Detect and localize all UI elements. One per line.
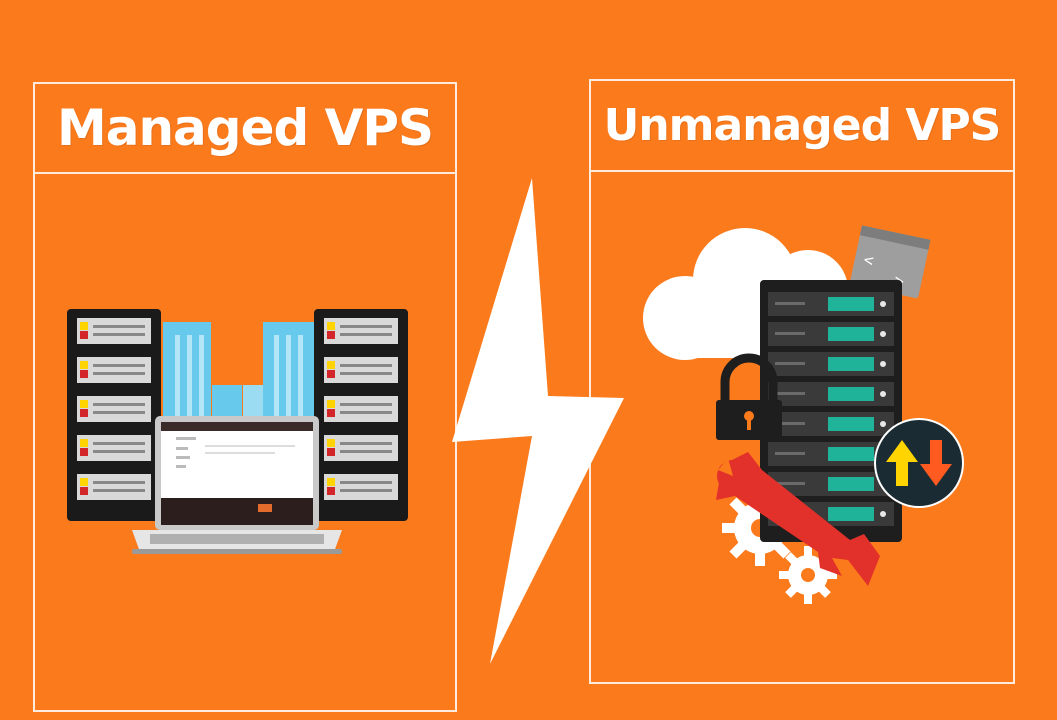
network-bars-icon (163, 322, 315, 417)
unmanaged-vps-title: Unmanaged VPS (603, 100, 1002, 151)
managed-vps-header: Managed VPS (35, 84, 455, 174)
unmanaged-vps-header: Unmanaged VPS (591, 81, 1013, 172)
left-server-rack-icon (67, 309, 161, 521)
laptop-icon (132, 416, 342, 554)
upload-download-arrows-icon (874, 418, 964, 508)
svg-text:<: < (862, 250, 875, 271)
server-tower-icon (760, 280, 902, 542)
managed-vps-title: Managed VPS (56, 99, 434, 157)
right-server-rack-icon (314, 309, 408, 521)
lock-icon (716, 353, 782, 440)
wrench-icon (716, 452, 880, 586)
managed-vps-panel: Managed VPS (33, 82, 457, 712)
unmanaged-vps-panel: Unmanaged VPS (589, 79, 1015, 684)
